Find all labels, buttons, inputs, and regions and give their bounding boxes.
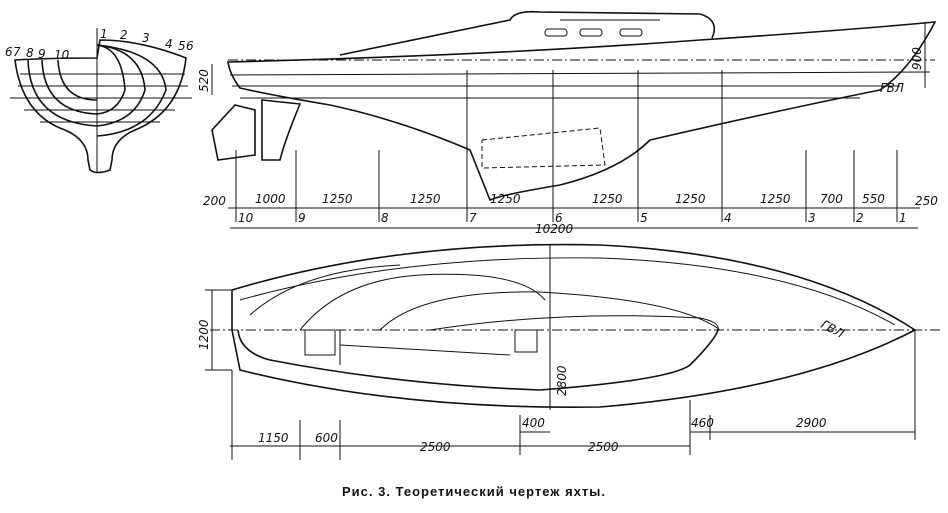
station-label: 8 [26,46,34,60]
station-label: 2 [120,28,128,42]
plan-dim: 400 [522,416,545,430]
station-spacing-dim: 1250 [410,192,441,206]
station-spacing-dim: 250 [915,194,938,208]
station-number: 1 [899,211,907,225]
station-number: 10 [238,211,254,225]
station-label: 6 [5,45,13,59]
freeboard-bow-dim: 900 [910,47,924,70]
station-number: 7 [469,211,477,225]
waterline-label: ГВЛ [880,81,904,95]
station-spacing-dim: 1250 [322,192,353,206]
station-spacing-dim: 200 [203,194,226,208]
station-label: 9 [38,47,46,61]
station-label: 5 [178,39,186,53]
station-spacing-dim: 1250 [592,192,623,206]
station-number: 9 [298,211,306,225]
station-spacing-dim: 1000 [255,192,286,206]
plan-dim: 600 [315,431,338,445]
station-spacing-dim: 1250 [675,192,706,206]
station-number: 8 [381,211,389,225]
station-label: 1 [100,27,108,41]
plan-dim: 2500 [420,440,451,454]
station-label: 10 [54,48,70,62]
plan-view: ГВЛ 1200 2800 1150 600 2500 400 2500 460… [197,243,940,460]
station-label: 7 [13,45,21,59]
station-label: 3 [142,31,150,45]
station-number: 4 [724,211,732,225]
station-label: 4 [165,37,173,51]
station-number: 3 [808,211,816,225]
station-spacing-dim: 550 [862,192,885,206]
station-spacing-dim: 1250 [490,192,521,206]
overall-length-dim: 10200 [535,222,574,236]
station-number: 6 [555,211,563,225]
plan-dim: 1150 [258,431,289,445]
plan-dim: 2900 [796,416,827,430]
station-spacing-dim: 1250 [760,192,791,206]
plan-dim: 2500 [588,440,619,454]
beam-dim: 2800 [555,365,569,396]
figure-caption: Рис. 3. Теоретический чертеж яхты. [341,484,607,499]
half-beam-transom-dim: 1200 [197,319,211,350]
station-number: 5 [640,211,648,225]
profile-view: ГВЛ 520 900 10 9 8 7 6 5 4 3 2 1 200 1000 1250 1250 12… [197,10,938,236]
station-label: 6 [186,39,194,53]
plan-dim: 460 [691,416,714,430]
plan-waterline-label: ГВЛ [819,317,847,341]
station-number: 2 [856,211,864,225]
freeboard-aft-dim: 520 [197,69,211,92]
body-plan: 1 2 3 4 5 6 6 7 8 9 10 [5,27,194,174]
station-spacing-dim: 700 [820,192,843,206]
